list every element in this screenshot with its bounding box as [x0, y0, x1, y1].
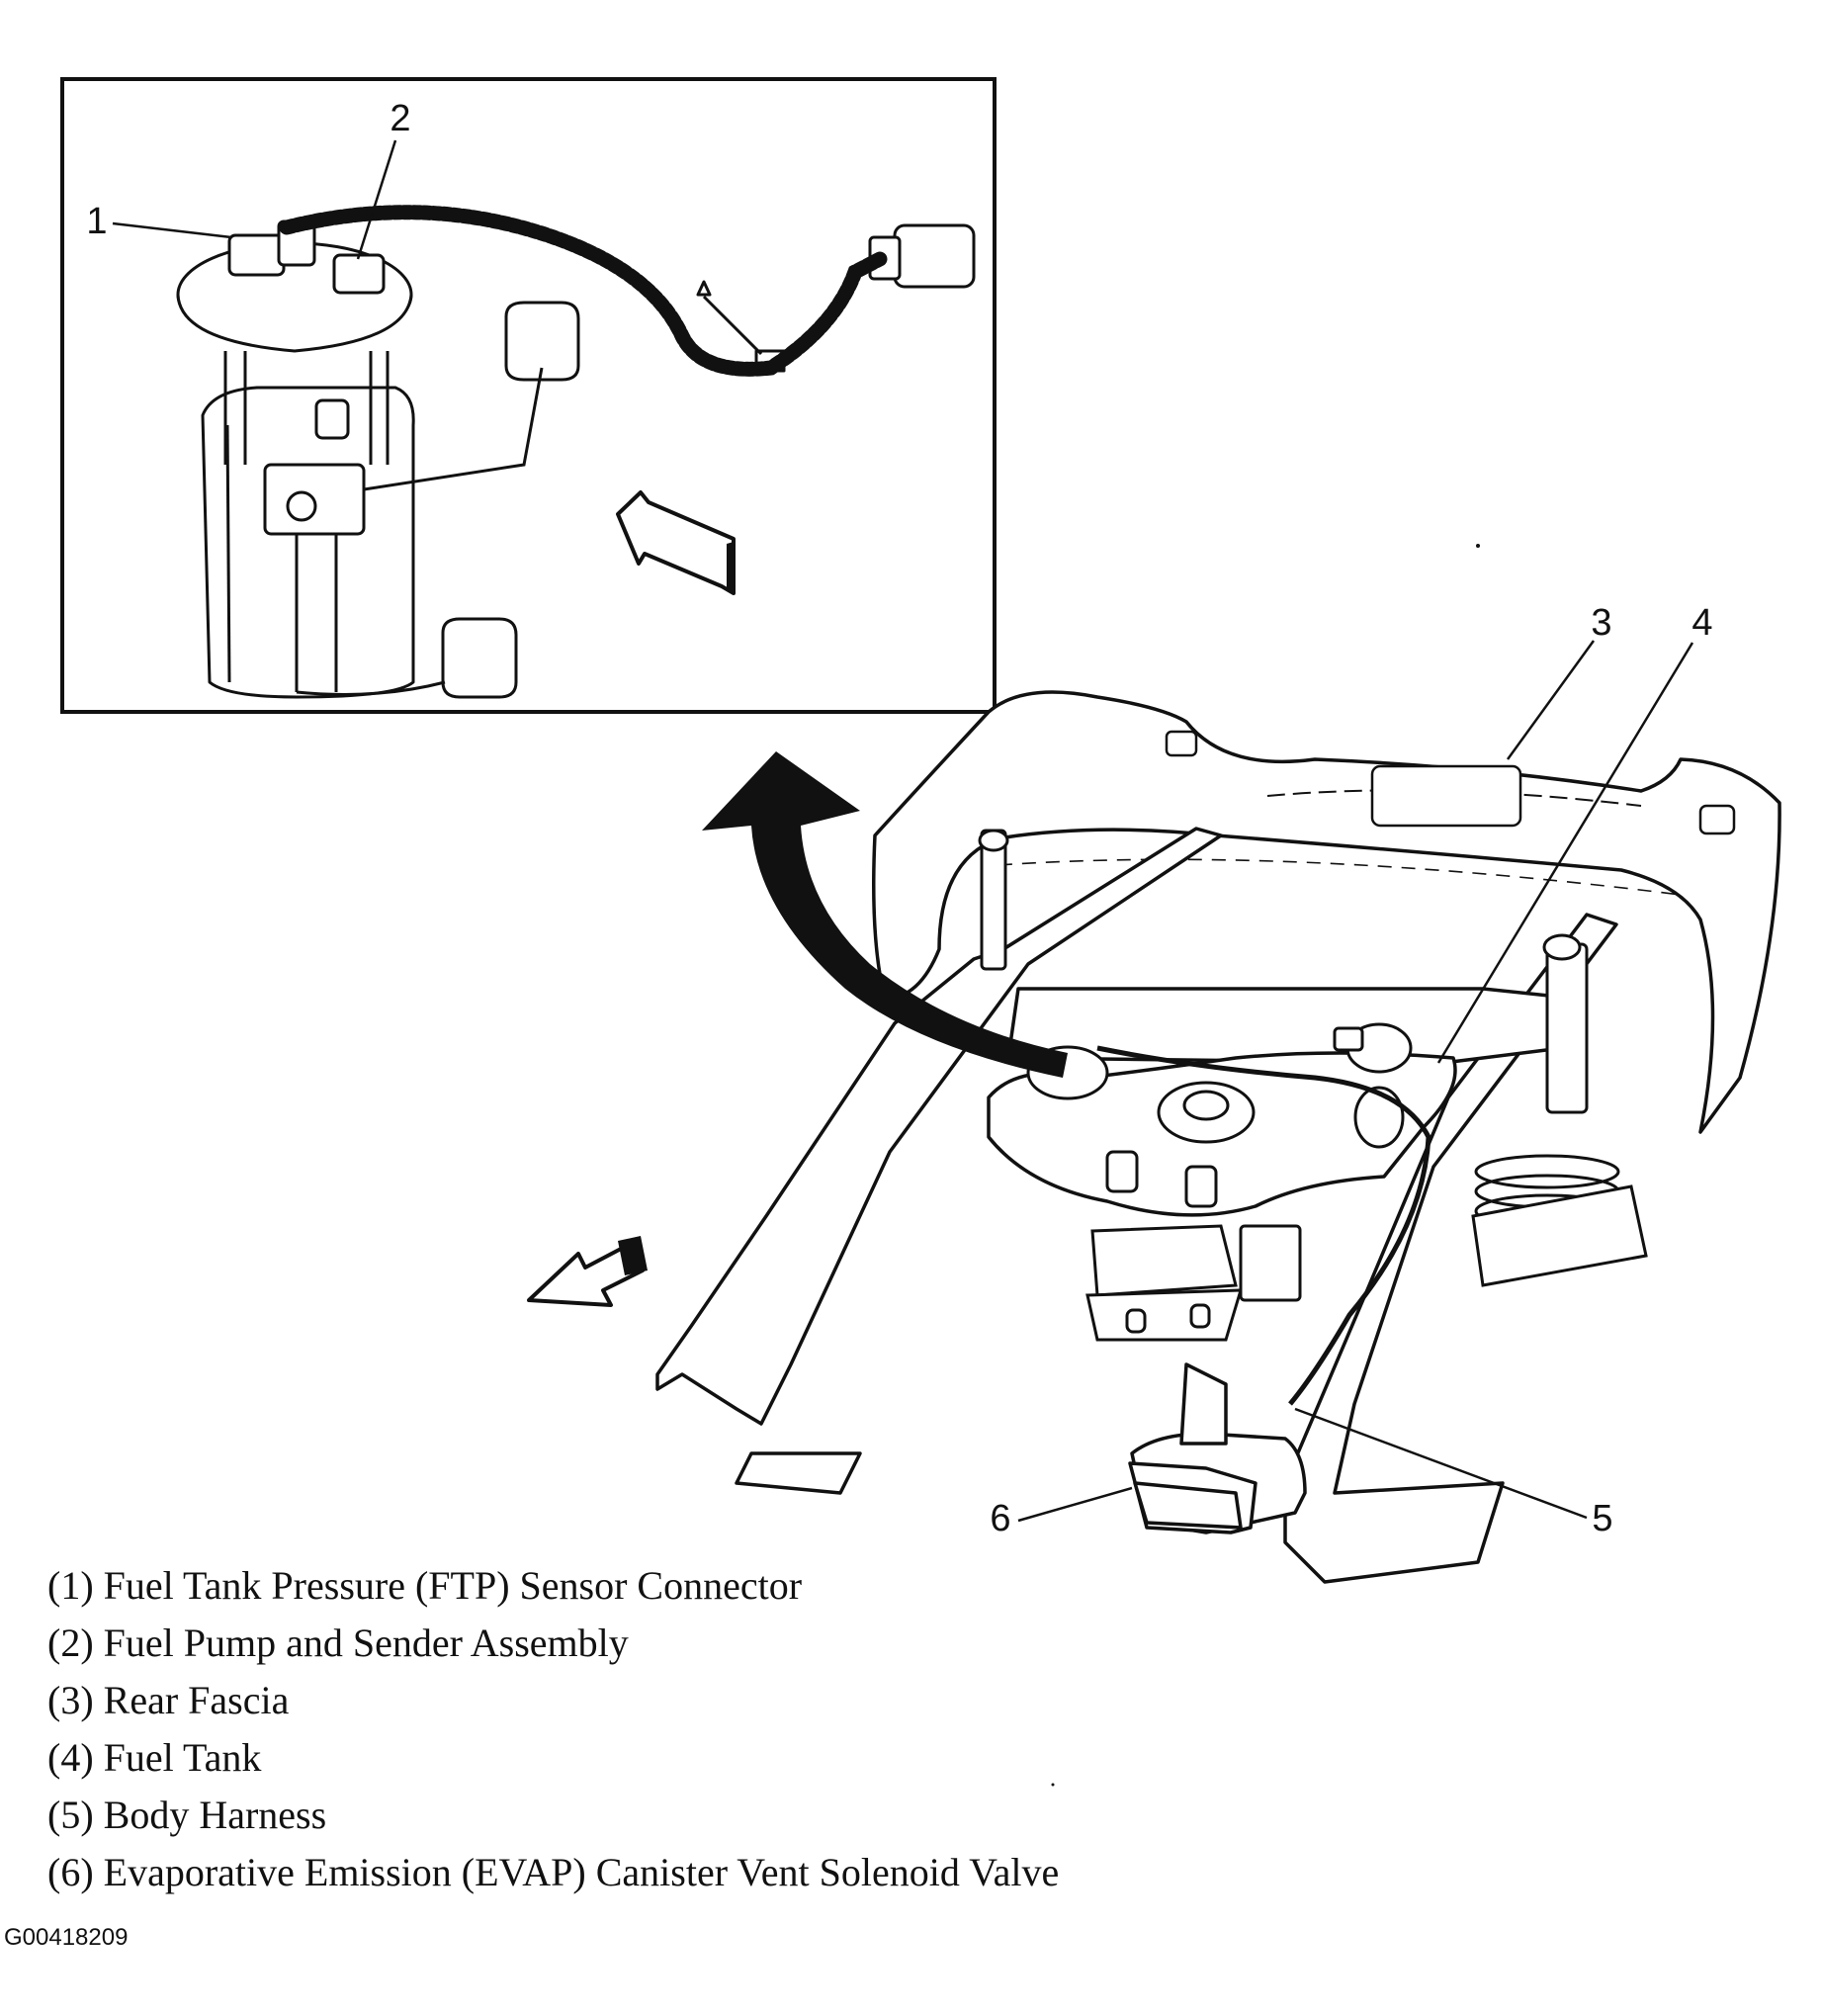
exhaust-and-crossmember — [1085, 1224, 1302, 1342]
leader-line-3 — [1506, 640, 1596, 760]
callout-1: 1 — [86, 201, 232, 242]
callout-3: 3 — [1506, 602, 1612, 760]
leader-line-1 — [112, 221, 232, 239]
rear-fascia — [872, 690, 1781, 1134]
callout-label-6: 6 — [990, 1498, 1010, 1539]
inset-detail-view: 1 2 — [60, 77, 997, 714]
float-arms — [296, 367, 544, 696]
leader-line-5 — [1294, 1407, 1588, 1520]
callout-2: 2 — [356, 98, 411, 260]
legend-item-1: (1) Fuel Tank Pressure (FTP) Sensor Conn… — [47, 1563, 803, 1608]
wiring-harness — [279, 205, 888, 377]
inset-frame — [60, 77, 997, 714]
vehicle-underbody-view: 3 4 5 6 — [527, 544, 1781, 1787]
shock-absorbers — [978, 829, 1589, 1114]
forward-direction-arrow — [527, 1236, 648, 1307]
leader-line-2 — [356, 139, 397, 260]
callout-label-4: 4 — [1691, 602, 1712, 644]
leader-line-4 — [1436, 642, 1694, 1064]
curved-callout-arrow — [702, 751, 1068, 1078]
component-legend: (1) Fuel Tank Pressure (FTP) Sensor Conn… — [47, 1557, 1530, 1901]
fuel-pump-sender-assembly — [176, 219, 976, 699]
inset-view-direction-arrow — [616, 490, 736, 595]
legend-item-3: (3) Rear Fascia — [47, 1678, 290, 1722]
figure-id: G00418209 — [4, 1924, 129, 1951]
legend-item-4: (4) Fuel Tank — [47, 1735, 262, 1780]
callout-label-3: 3 — [1591, 602, 1611, 644]
speck-mark — [1051, 1783, 1055, 1787]
callout-label-1: 1 — [86, 201, 107, 242]
evap-canister-vent-solenoid-valve — [1128, 1362, 1307, 1534]
legend-item-6: (6) Evaporative Emission (EVAP) Canister… — [47, 1850, 1060, 1894]
speck-mark — [1476, 544, 1480, 548]
legend-item-5: (5) Body Harness — [47, 1793, 327, 1837]
callout-4: 4 — [1436, 602, 1713, 1064]
legend-item-2: (2) Fuel Pump and Sender Assembly — [47, 1621, 629, 1665]
callout-label-2: 2 — [390, 98, 410, 139]
callout-5: 5 — [1294, 1407, 1613, 1539]
leader-line-6 — [1017, 1486, 1133, 1523]
callout-label-5: 5 — [1592, 1498, 1612, 1539]
callout-6: 6 — [990, 1486, 1133, 1539]
body-harness — [1096, 1045, 1431, 1406]
